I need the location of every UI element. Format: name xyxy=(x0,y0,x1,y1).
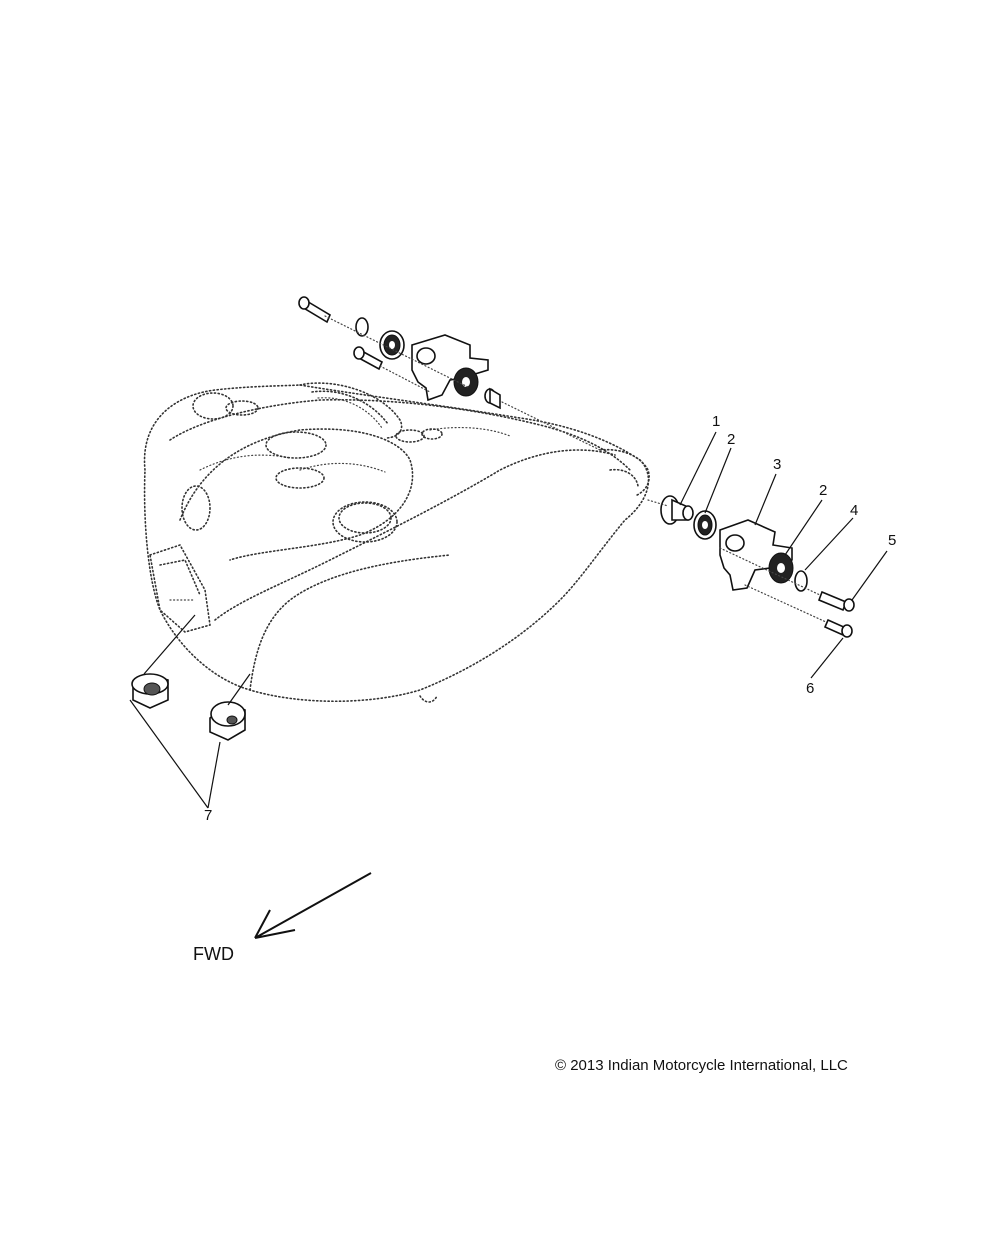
collar-part-1 xyxy=(660,495,694,525)
callout-2-right: 2 xyxy=(819,482,827,499)
upper-grommet xyxy=(453,367,479,397)
callout-labels: 1 2 3 2 4 5 6 7 xyxy=(204,413,896,824)
upper-bolt-short xyxy=(353,346,384,371)
upper-bushing xyxy=(379,330,405,360)
callout-6: 6 xyxy=(806,680,814,697)
fuel-tank-outline xyxy=(143,382,650,703)
washer-part-4 xyxy=(794,570,808,592)
bushing-part-2-left xyxy=(693,510,717,540)
arrow-icon xyxy=(254,872,372,939)
grommet-part-2-right xyxy=(768,552,794,584)
callout-3: 3 xyxy=(773,456,781,473)
rubber-mount-right xyxy=(209,701,246,741)
upper-bolt-long xyxy=(298,296,332,324)
bolt-part-5 xyxy=(817,590,855,612)
callout-1: 1 xyxy=(712,413,720,430)
rubber-mount-left xyxy=(131,673,169,709)
upper-bracket xyxy=(411,334,489,402)
leader-lines xyxy=(129,431,888,809)
callout-5: 5 xyxy=(888,532,896,549)
direction-label: FWD xyxy=(193,944,234,964)
callout-4: 4 xyxy=(850,502,858,519)
upper-washer xyxy=(355,317,369,337)
upper-mount-hardware xyxy=(298,296,601,451)
copyright-notice: © 2013 Indian Motorcycle International, … xyxy=(555,1057,848,1074)
callout-7: 7 xyxy=(204,807,212,824)
callout-2-left: 2 xyxy=(727,431,735,448)
bolt-part-6 xyxy=(823,618,853,638)
lower-mount-hardware xyxy=(647,495,855,638)
forward-direction-arrow: FWD xyxy=(193,872,372,964)
